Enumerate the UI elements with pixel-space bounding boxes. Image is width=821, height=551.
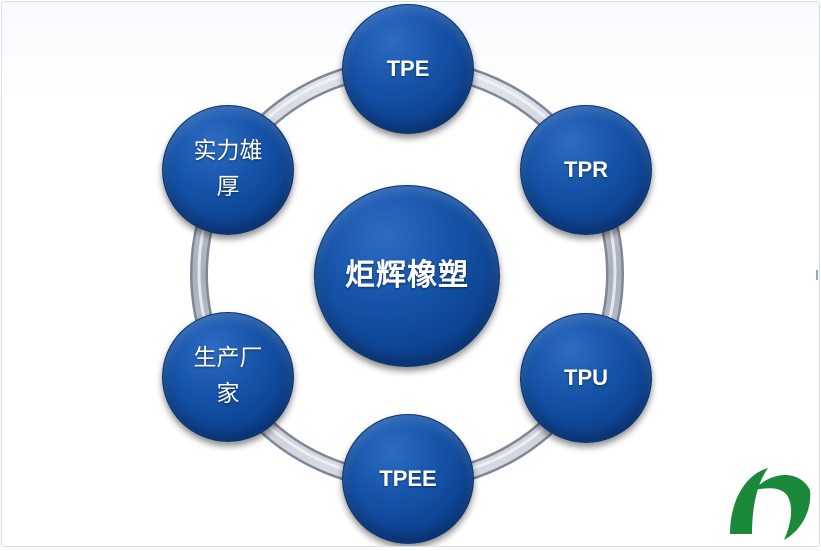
node-label: TPR xyxy=(564,156,608,182)
node-tpee: TPEE xyxy=(342,414,474,544)
node-label: 生产厂家 xyxy=(193,345,263,407)
center-label: 炬辉橡塑 xyxy=(345,258,469,293)
center-node: 炬辉橡塑 xyxy=(314,185,500,367)
company-logo-icon xyxy=(730,468,811,542)
resize-handle-bottom[interactable] xyxy=(402,544,414,546)
node-label: TPE xyxy=(386,55,430,81)
node-tpr: TPR xyxy=(520,105,652,235)
node-tpe: TPE xyxy=(342,4,474,134)
node-tpu: TPU xyxy=(520,313,652,443)
node-strength: 实力雄厚 xyxy=(162,105,294,235)
resize-handle-right[interactable] xyxy=(816,270,818,280)
node-label: 实力雄厚 xyxy=(193,138,263,200)
node-label: TPEE xyxy=(379,465,437,491)
node-manufacturer: 生产厂家 xyxy=(162,312,294,442)
node-label: TPU xyxy=(564,364,608,390)
